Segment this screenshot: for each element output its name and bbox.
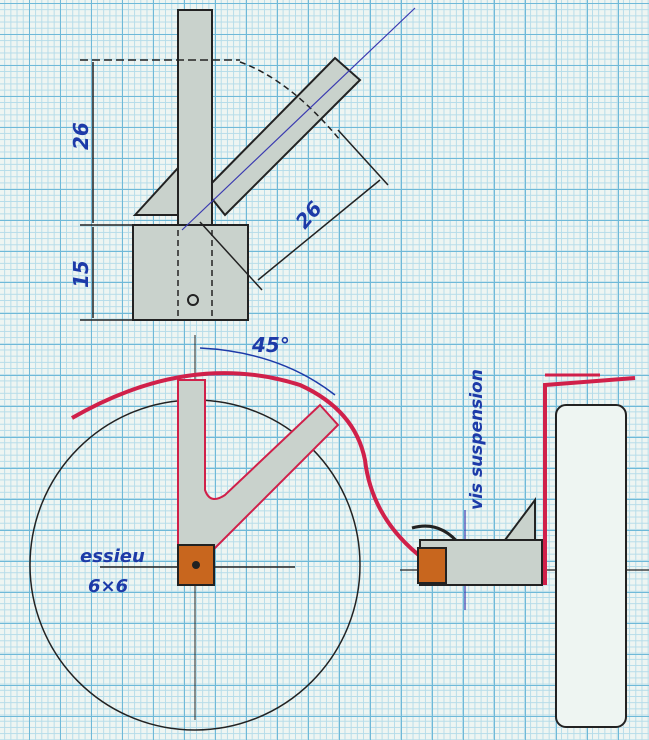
fork-front-view — [177, 379, 340, 549]
side-bracket — [543, 376, 636, 585]
fender — [71, 371, 427, 562]
suspension-label: vis suspension — [467, 369, 487, 510]
dim-lower-height: 15 — [69, 260, 93, 288]
axle-label: essieu — [80, 546, 145, 567]
axle-side — [417, 547, 447, 584]
dimension-lines — [80, 59, 389, 321]
vertical-tube — [177, 9, 213, 226]
dim-upper-height: 26 — [69, 122, 93, 150]
side-view — [400, 373, 649, 728]
dim-angle: 45° — [251, 333, 290, 357]
axle-size-label: 6×6 — [88, 576, 128, 597]
gusset — [132, 165, 179, 216]
mounting-block — [132, 224, 249, 321]
bolt-hole — [187, 294, 199, 306]
blue-centerline — [181, 7, 416, 231]
wheel-side — [555, 404, 627, 728]
